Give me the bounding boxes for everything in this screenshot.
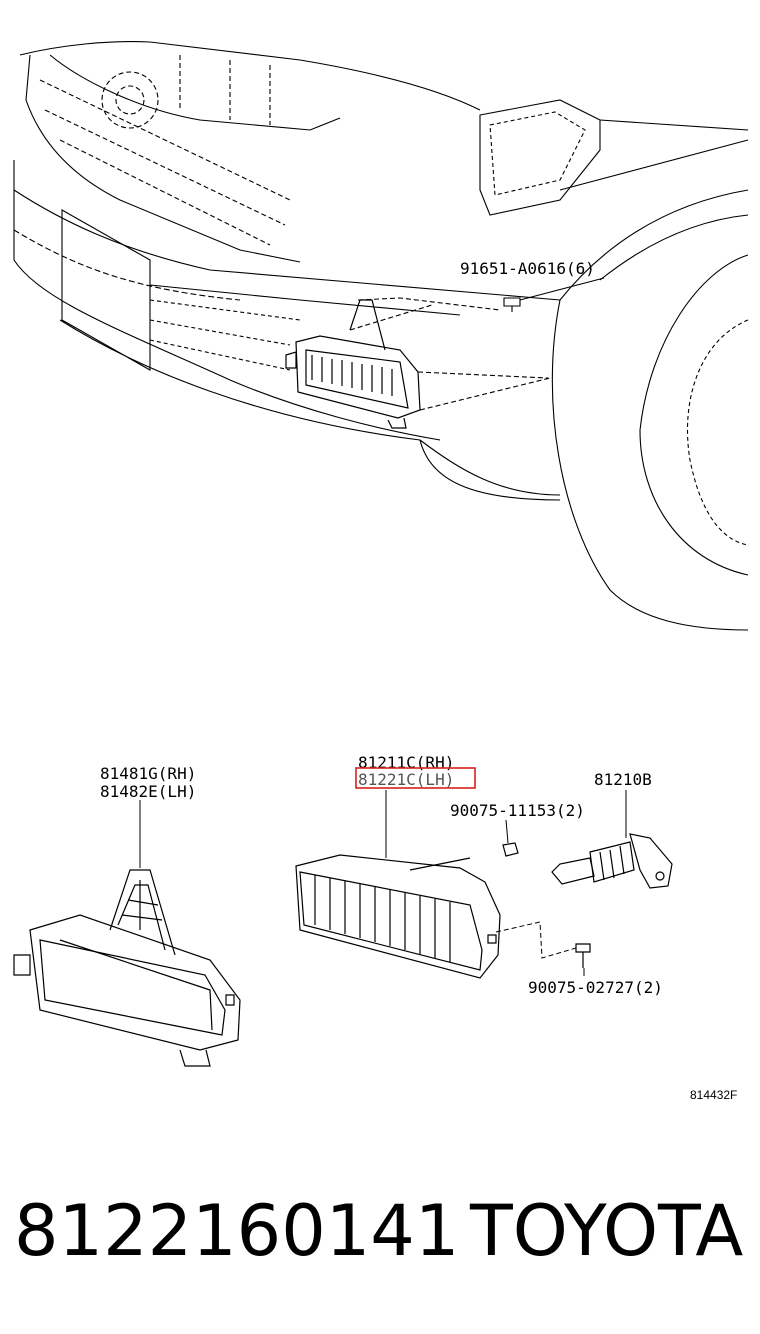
brand-name: TOYOTA [470,1190,744,1272]
screw-leader-line [495,921,577,959]
nut-leader-line [505,819,509,844]
bracket-part-illustration [13,869,241,1067]
fog-lamp-part-illustration [295,854,501,979]
label-bracket-rh: 81481G(RH) [100,764,196,783]
bulb-part-illustration [551,833,673,889]
screw-illustration [575,943,591,968]
nut-illustration [502,842,519,857]
label-nut: 90075-11153(2) [450,801,585,820]
label-bracket-lh: 81482E(LH) [100,782,196,801]
label-lamp-lh: 81221C(LH) [358,770,454,789]
label-screw: 90075-02727(2) [528,978,663,997]
label-bolt-top: 91651-A0616(6) [460,259,595,278]
vehicle-front-illustration [13,41,749,631]
label-bulb: 81210B [594,770,652,789]
installed-fog-lamp [285,299,421,429]
drawing-code: 814432F [690,1088,737,1102]
footer: 8122160141 TOYOTA [14,1186,754,1276]
part-number: 8122160141 [14,1190,460,1272]
highlight-box [355,767,476,789]
